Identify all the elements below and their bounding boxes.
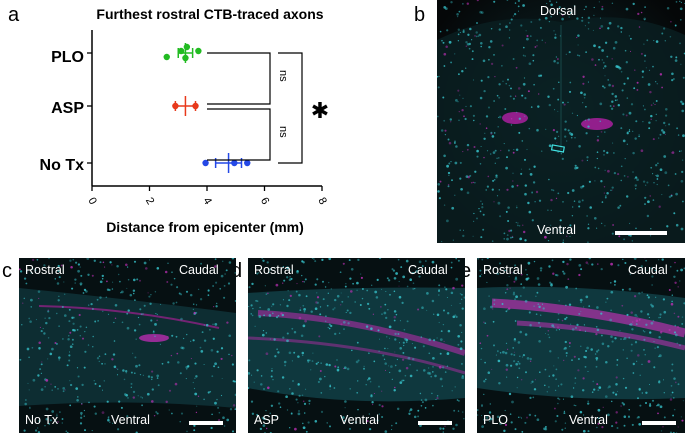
chart-title: Furthest rostral CTB-traced axons	[96, 6, 323, 22]
data-point	[244, 159, 251, 167]
group-label: No Tx	[25, 413, 59, 427]
ns-label-bottom: ns	[277, 126, 289, 138]
panel-letter-e: e	[460, 260, 472, 282]
orientation-label-ventral: Ventral	[340, 413, 379, 427]
panel-letter-b: b	[414, 4, 426, 26]
x-tick-label: 4	[200, 196, 213, 207]
orientation-label-caudal: Caudal	[408, 263, 448, 277]
group-label: PLO	[483, 413, 509, 427]
x-axis-label: Distance from epicenter (mm)	[106, 219, 304, 235]
data-point	[202, 159, 209, 167]
panel-letter-a: a	[8, 4, 20, 26]
data-point	[177, 47, 185, 55]
orientation-label-rostral: Rostral	[254, 263, 294, 277]
scale-bar	[189, 421, 223, 425]
rostral-axon-chart: Furthest rostral CTB-traced axons PLO AS…	[40, 6, 330, 235]
data-point	[195, 47, 202, 55]
orientation-label-ventral: Ventral	[537, 223, 576, 237]
category-label-asp: ASP	[51, 100, 84, 117]
orientation-label-rostral: Rostral	[483, 263, 523, 277]
data-point	[231, 159, 238, 167]
micrograph-b-cross-section: Dorsal Ventral	[437, 0, 685, 243]
micrograph-c-no-tx: Rostral Caudal No Tx Ventral	[19, 258, 236, 433]
data-point	[183, 43, 191, 51]
group-label: ASP	[254, 413, 280, 427]
orientation-label-ventral: Ventral	[569, 413, 608, 427]
micrograph-e-plo: Rostral Caudal PLO Ventral	[477, 258, 685, 433]
orientation-label-dorsal: Dorsal	[540, 4, 577, 18]
data-point	[163, 53, 170, 61]
orientation-label-ventral: Ventral	[111, 413, 150, 427]
data-point	[182, 54, 189, 62]
panel-letter-c: c	[2, 260, 12, 282]
ns-bracket-top	[207, 52, 271, 105]
ns-label-top: ns	[277, 70, 289, 82]
orientation-label-caudal: Caudal	[628, 263, 668, 277]
panel-letter-d: d	[231, 260, 243, 282]
ns-bracket-bottom	[207, 108, 271, 161]
x-tick-label: 0	[85, 196, 98, 207]
data-point	[172, 102, 179, 110]
scale-bar	[615, 231, 667, 235]
category-label-plo: PLO	[51, 49, 84, 66]
orientation-label-rostral: Rostral	[25, 263, 65, 277]
significance-asterisk: ✱	[311, 98, 329, 123]
category-label-notx: No Tx	[40, 157, 85, 174]
sig-bracket	[278, 52, 303, 164]
x-tick-label: 6	[258, 196, 271, 207]
micrograph-d-asp: Rostral Caudal ASP Ventral	[248, 258, 465, 433]
x-tick-label: 2	[143, 196, 156, 207]
scale-bar	[642, 421, 676, 425]
orientation-label-caudal: Caudal	[179, 263, 219, 277]
scale-bar	[418, 421, 452, 425]
data-point	[192, 102, 199, 110]
x-tick-label: 8	[315, 196, 328, 207]
